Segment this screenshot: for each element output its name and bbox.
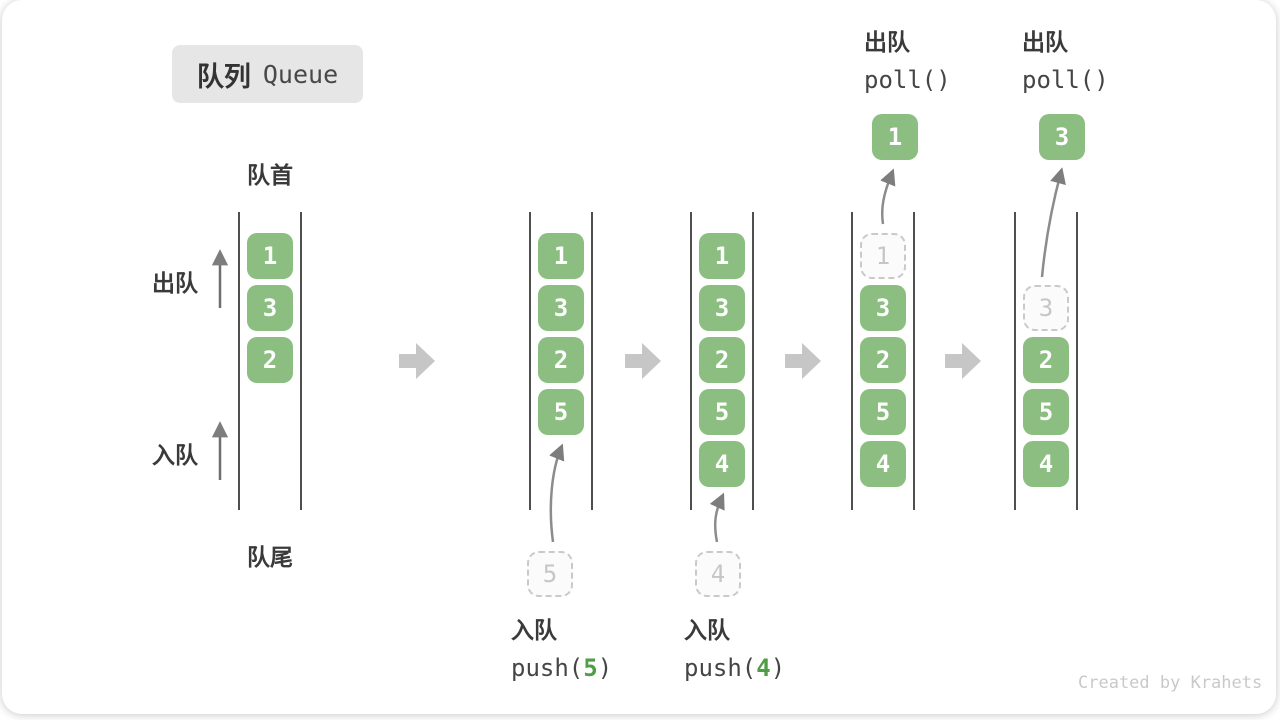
dequeue-op-label-code: poll() — [1022, 66, 1109, 94]
queue-5-left-wall — [1014, 212, 1016, 510]
queue-item: 4 — [699, 441, 745, 487]
enqueue-op-label-code: push(4) — [684, 654, 786, 682]
queue-item: 1 — [699, 233, 745, 279]
queue-front-label: 队首 — [247, 163, 293, 189]
queue-item: 4 — [1023, 441, 1069, 487]
enqueue-item-arrow-icon — [709, 492, 725, 543]
queue-item: 2 — [860, 337, 906, 383]
queue-1-left-wall — [238, 212, 240, 510]
queue-item: 3 — [247, 285, 293, 331]
dequeue-item-arrow-icon — [1040, 167, 1066, 278]
enqueue-op-label-code: push(5) — [511, 654, 613, 682]
queue-item: 5 — [699, 389, 745, 435]
next-state-arrow-icon — [625, 343, 661, 379]
queue-item: 5 — [1023, 389, 1069, 435]
dequeue-op-label: 出队 poll() — [864, 28, 951, 96]
queue-item-removed-placeholder: 1 — [860, 233, 906, 279]
dequeue-op-label-zh: 出队 — [1022, 30, 1068, 56]
next-state-arrow-icon — [785, 343, 821, 379]
queue-item: 3 — [538, 285, 584, 331]
queue-item: 2 — [538, 337, 584, 383]
next-state-arrow-icon — [945, 343, 981, 379]
title-en: Queue — [262, 59, 339, 89]
dequeue-side-label: 出队 — [152, 271, 198, 297]
enqueue-item-arrow-icon — [549, 443, 565, 543]
queue-item: 5 — [538, 389, 584, 435]
queue-item: 3 — [699, 285, 745, 331]
title-zh: 队列 — [196, 61, 251, 93]
queue-item: 3 — [860, 285, 906, 331]
next-state-arrow-icon — [399, 343, 435, 379]
queue-2-right-wall — [591, 212, 593, 510]
queue-3-right-wall — [752, 212, 754, 510]
queue-item: 2 — [699, 337, 745, 383]
queue-item: 1 — [247, 233, 293, 279]
queue-3-left-wall — [690, 212, 692, 510]
enqueue-op-label-zh: 入队 — [511, 618, 557, 644]
queue-4-right-wall — [913, 212, 915, 510]
queue-4-left-wall — [851, 212, 853, 510]
enqueue-op-label: 入队 push(4) — [684, 616, 785, 684]
queue-item: 2 — [1023, 337, 1069, 383]
dequeue-op-label-zh: 出队 — [864, 30, 910, 56]
dequeued-item: 3 — [1039, 114, 1085, 160]
enqueue-op-label-zh: 入队 — [684, 618, 730, 644]
enqueue-side-label: 入队 — [152, 443, 198, 469]
queue-5-right-wall — [1076, 212, 1078, 510]
queue-rear-label: 队尾 — [247, 545, 293, 571]
dequeued-item: 1 — [872, 114, 918, 160]
queue-item: 2 — [247, 337, 293, 383]
pending-enqueue-item: 5 — [527, 551, 573, 597]
queue-2-left-wall — [529, 212, 531, 510]
queue-item: 5 — [860, 389, 906, 435]
dequeue-item-arrow-icon — [880, 168, 896, 225]
queue-item: 1 — [538, 233, 584, 279]
pending-enqueue-item: 4 — [695, 551, 741, 597]
queue-1-right-wall — [300, 212, 302, 510]
queue-item-removed-placeholder: 3 — [1023, 285, 1069, 331]
dequeue-op-label-code: poll() — [864, 66, 951, 94]
queue-item: 4 — [860, 441, 906, 487]
dequeue-op-label: 出队 poll() — [1022, 28, 1109, 96]
watermark: Created by Krahets — [1078, 673, 1263, 693]
title-badge: 队列 Queue — [172, 45, 363, 103]
enqueue-op-label: 入队 push(5) — [511, 616, 612, 684]
